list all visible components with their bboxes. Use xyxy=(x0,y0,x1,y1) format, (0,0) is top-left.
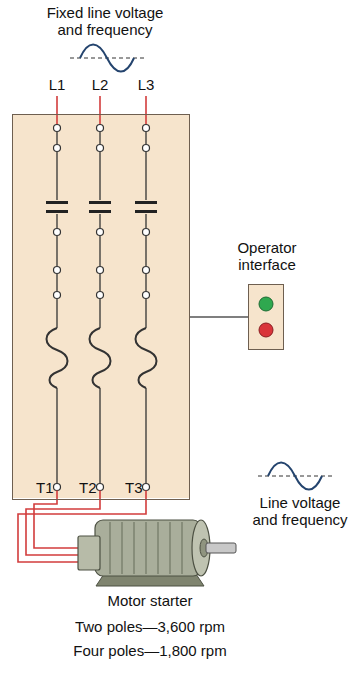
caption-text: Motor starter xyxy=(107,592,192,609)
line-terminal: L3 xyxy=(138,76,155,93)
terminal-label: T3 xyxy=(125,479,143,496)
sine-wave xyxy=(80,45,134,72)
supply-label: Line voltage and frequency xyxy=(248,494,352,528)
enclosure-fill xyxy=(12,114,190,498)
terminal-label: T2 xyxy=(79,479,97,496)
motor-illustration xyxy=(78,520,236,586)
title: Fixed line voltage and frequency xyxy=(35,4,175,38)
stop-lamp xyxy=(259,323,273,337)
line-wires xyxy=(57,96,146,125)
line-terminal: L2 xyxy=(92,76,109,93)
speed-note: Four poles—1,800 rpm xyxy=(73,642,226,659)
power-pole xyxy=(89,125,111,491)
line-terminal: L1 xyxy=(49,76,66,93)
operator-panel: Operator interface xyxy=(248,284,284,350)
power-pole xyxy=(46,125,68,491)
panel-heading: Operator interface xyxy=(215,239,319,273)
control-wire xyxy=(190,316,248,318)
panel-fill xyxy=(248,284,284,350)
starter-enclosure: T1 T2 T3 xyxy=(12,114,190,500)
power-pole xyxy=(135,125,157,491)
terminal-label: T1 xyxy=(36,479,54,496)
sine-wave xyxy=(268,463,322,490)
start-lamp xyxy=(259,297,273,311)
speed-note: Two poles—3,600 rpm xyxy=(75,618,225,635)
